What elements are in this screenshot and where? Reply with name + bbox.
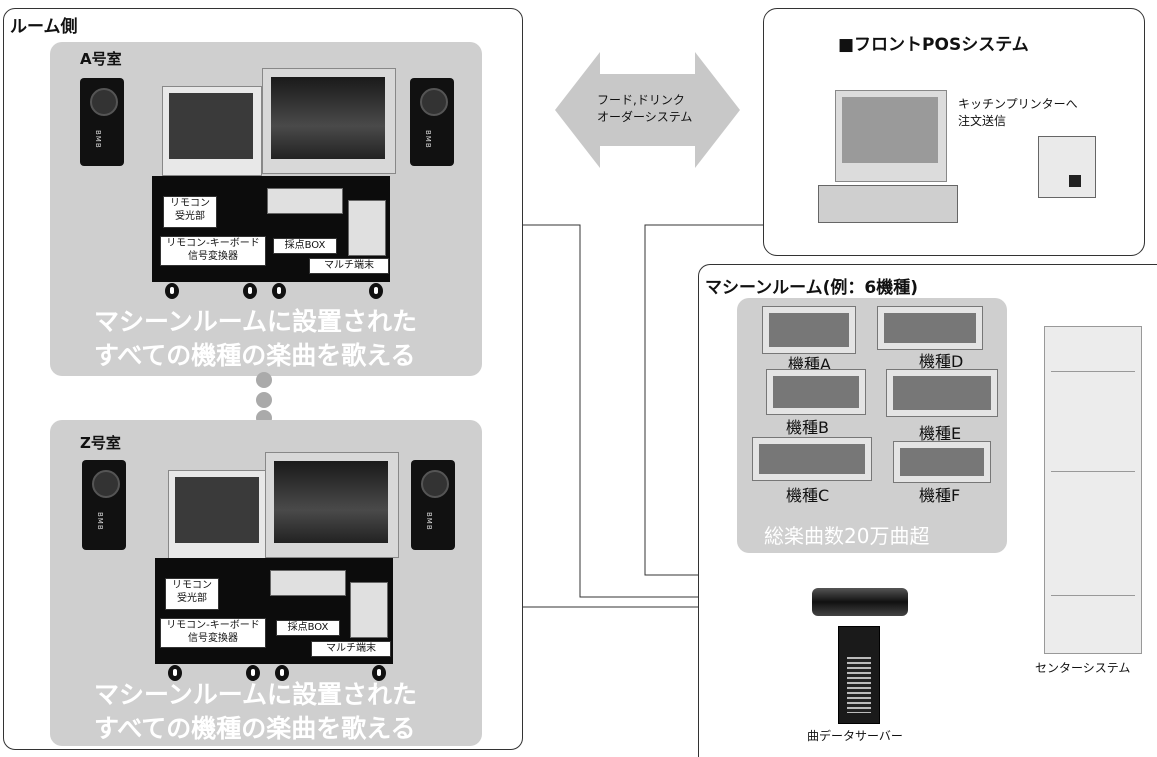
machine-d-image xyxy=(877,306,983,350)
room-a-caption-1: マシーンルームに設置された xyxy=(94,307,418,336)
order-system-label: フード,ドリンク オーダーシステム xyxy=(597,92,692,126)
wheel xyxy=(168,665,182,681)
machine-d-label: 機種D xyxy=(919,352,964,371)
printer-note-line2: 注文送信 xyxy=(958,114,1007,128)
room-z-caption-1: マシーンルームに設置された xyxy=(94,680,418,709)
kitchen-printer xyxy=(1038,136,1096,198)
multi-terminal-z: マルチ端末 xyxy=(311,641,391,657)
pos-keyboard xyxy=(818,185,958,223)
machine-room-title: マシーンルーム(例：6機種) xyxy=(705,278,919,298)
remote-receiver-z: リモコン 受光部 xyxy=(165,578,219,610)
machine-e-image xyxy=(886,369,998,417)
tv-z xyxy=(265,452,399,558)
pc-tower-z xyxy=(350,582,388,638)
order-system-line2: オーダーシステム xyxy=(597,110,693,124)
center-rack xyxy=(1044,326,1142,654)
scoring-device-z xyxy=(270,570,346,596)
ellipsis-dot xyxy=(256,372,272,388)
machine-b-image xyxy=(766,369,866,415)
wheel xyxy=(372,665,386,681)
printer-note-line1: キッチンプリンターへ xyxy=(958,97,1078,111)
printer-note: キッチンプリンターへ 注文送信 xyxy=(958,96,1078,130)
speaker-left-z: BMB xyxy=(82,460,126,550)
song-server-label: 曲データサーバー xyxy=(807,729,903,743)
machine-c-image xyxy=(752,437,872,481)
converter-a: リモコン-キーボード 信号変換器 xyxy=(160,236,266,266)
monitor-z xyxy=(168,470,268,560)
network-hub xyxy=(812,588,908,616)
pc-tower-a xyxy=(348,200,386,256)
wheel xyxy=(165,283,179,299)
wheel xyxy=(246,665,260,681)
speaker-right-z: BMB xyxy=(411,460,455,550)
total-songs: 総楽曲数20万曲超 xyxy=(764,524,930,548)
ellipsis-dot xyxy=(256,392,272,408)
scoring-box-a: 採点BOX xyxy=(273,238,337,254)
order-arrow-shape xyxy=(555,52,740,168)
room-z-caption-2: すべての機種の楽曲を歌える xyxy=(94,714,416,743)
remote-receiver-a: リモコン 受光部 xyxy=(163,196,217,228)
scoring-box-z: 採点BOX xyxy=(276,620,340,636)
pos-monitor xyxy=(835,90,947,182)
machine-a-image xyxy=(762,306,856,354)
tv-a xyxy=(262,68,396,174)
wheel xyxy=(369,283,383,299)
order-system-line1: フード,ドリンク xyxy=(597,93,685,107)
machine-e-label: 機種E xyxy=(919,424,962,443)
wheel xyxy=(272,283,286,299)
machine-f-image xyxy=(893,441,991,483)
center-system-label: センターシステム xyxy=(1035,661,1131,675)
room-a-title: A号室 xyxy=(80,50,122,68)
scoring-device-a xyxy=(267,188,343,214)
speaker-right-a: BMB xyxy=(410,78,454,166)
front-pos-title: ■フロントPOSシステム xyxy=(838,35,1029,55)
multi-terminal-a: マルチ端末 xyxy=(309,258,389,274)
room-side-title: ルーム側 xyxy=(10,17,78,37)
wheel xyxy=(243,283,257,299)
machine-f-label: 機種F xyxy=(919,486,961,505)
song-server-image xyxy=(838,626,880,724)
monitor-a xyxy=(162,86,262,176)
room-z-title: Z号室 xyxy=(80,434,121,452)
machine-c-label: 機種C xyxy=(786,486,830,505)
speaker-left-a: BMB xyxy=(80,78,124,166)
converter-z: リモコン-キーボード 信号変換器 xyxy=(160,618,266,648)
room-a-caption-2: すべての機種の楽曲を歌える xyxy=(94,341,416,370)
wheel xyxy=(275,665,289,681)
machine-b-label: 機種B xyxy=(786,418,829,437)
